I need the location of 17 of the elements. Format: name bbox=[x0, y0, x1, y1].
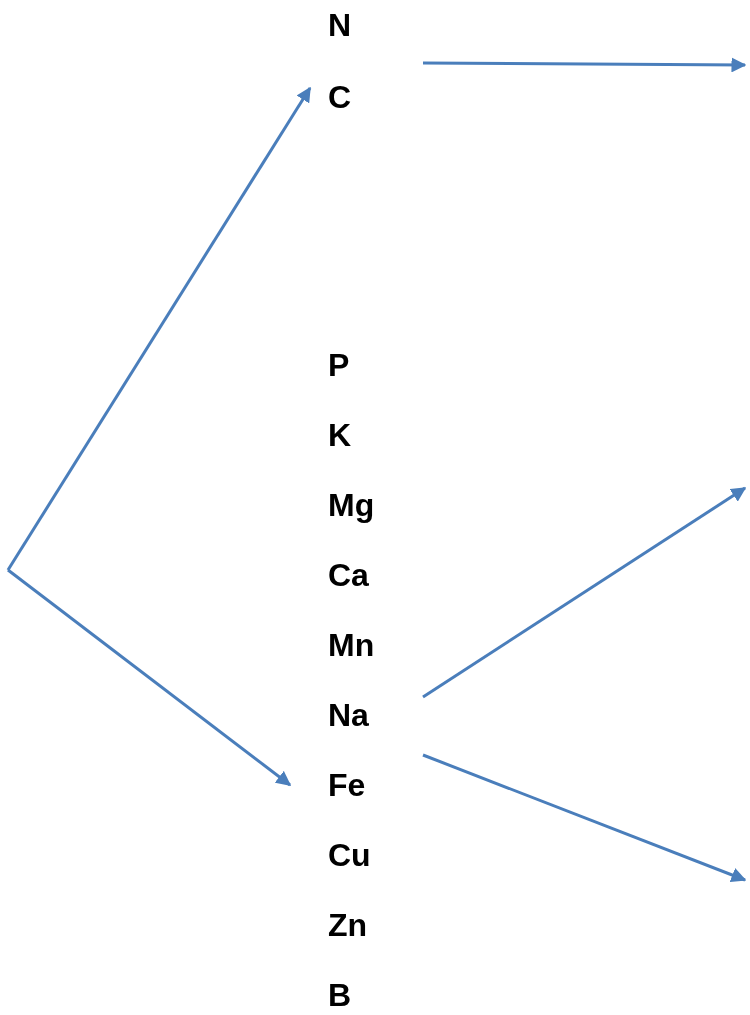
element-label: K bbox=[328, 416, 352, 455]
arrow bbox=[423, 57, 747, 73]
arrow bbox=[422, 486, 747, 699]
arrow bbox=[6, 86, 312, 571]
element-label: Cu bbox=[328, 836, 371, 875]
arrow bbox=[422, 753, 747, 883]
arrow bbox=[7, 568, 292, 787]
element-label: C bbox=[328, 78, 352, 117]
element-label: P bbox=[328, 346, 350, 385]
element-label: Na bbox=[328, 696, 369, 735]
element-label: Mn bbox=[328, 626, 375, 665]
element-label: Fe bbox=[328, 766, 366, 805]
element-label: Ca bbox=[328, 556, 369, 595]
element-label: N bbox=[328, 6, 352, 45]
element-label: Mg bbox=[328, 486, 375, 525]
element-label: Zn bbox=[328, 906, 368, 945]
element-label: B bbox=[328, 976, 352, 1015]
